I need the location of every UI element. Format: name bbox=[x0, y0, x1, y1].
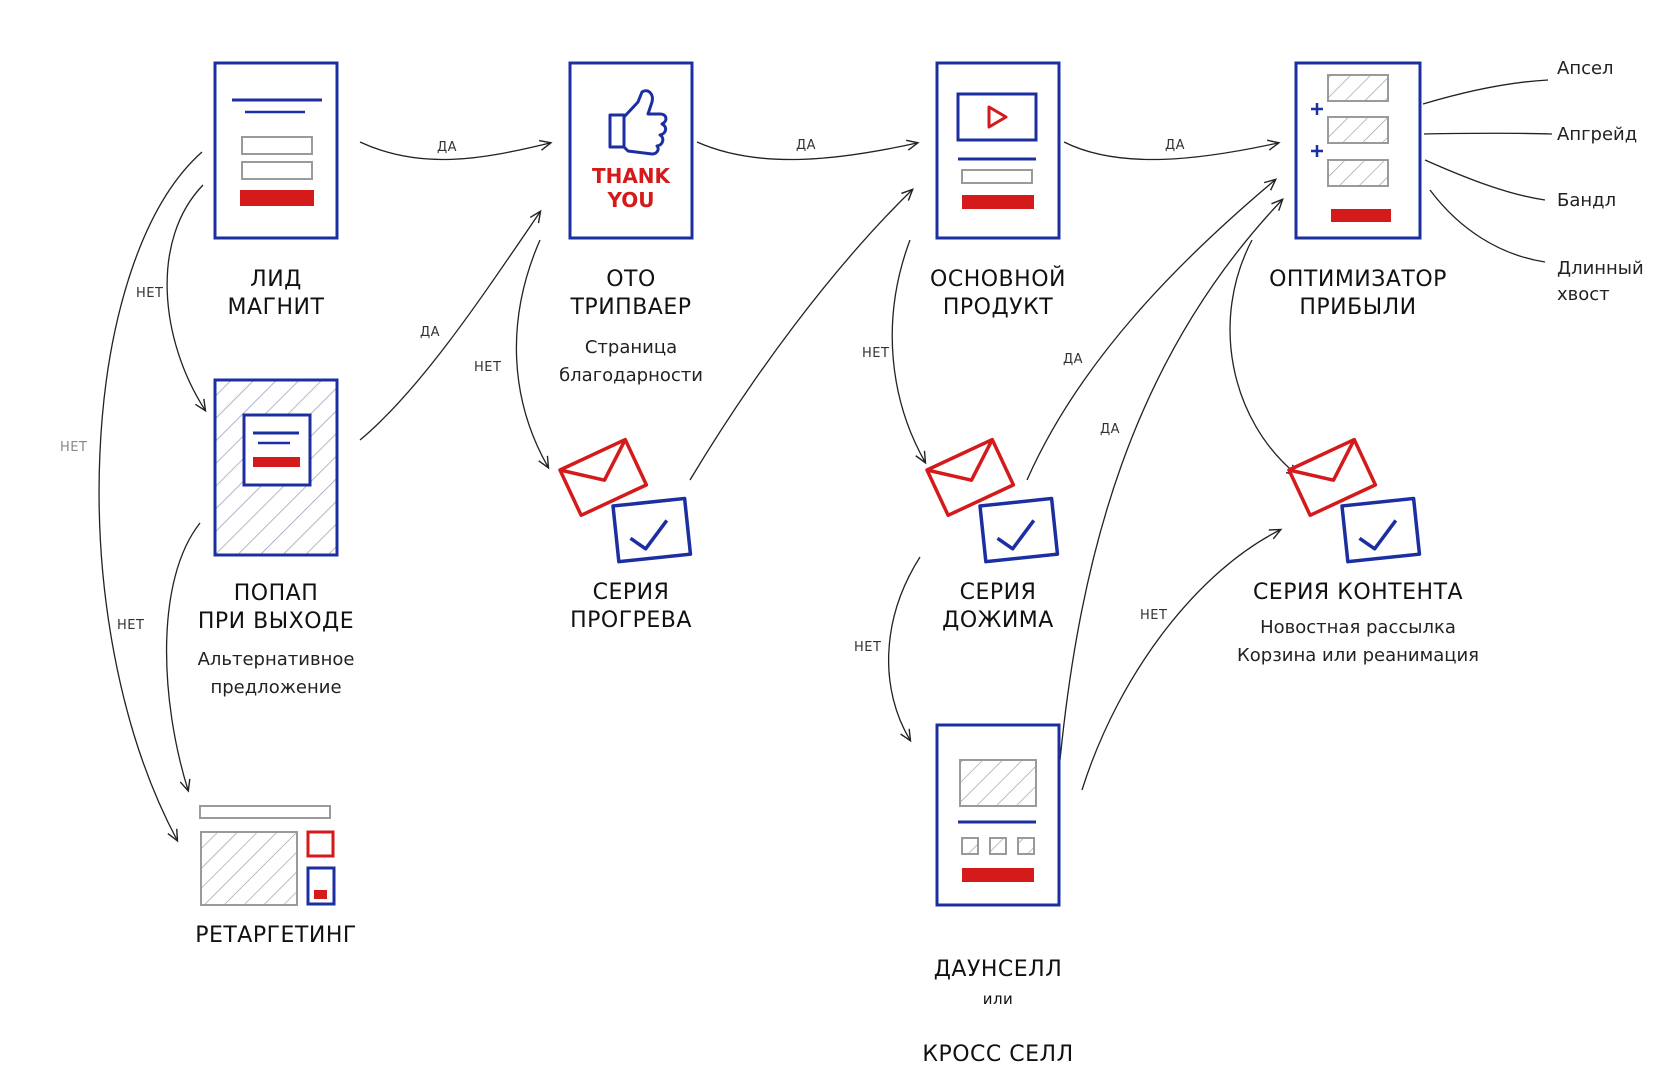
content-series-subtitle: Новостная рассылка Корзина или реанимаци… bbox=[1236, 617, 1479, 666]
content-envelopes-icon bbox=[1287, 437, 1422, 564]
connections bbox=[98, 79, 1553, 843]
edge-lead-to-popup bbox=[166, 184, 207, 413]
edge-label-no: НЕТ bbox=[854, 640, 882, 655]
edge-label-yes: ДА bbox=[437, 140, 458, 155]
exit-popup-title: ПОПАП ПРИ ВЫХОДЕ bbox=[197, 581, 355, 634]
edge-popup-to-retargeting bbox=[165, 522, 201, 793]
profit-optimizer-title: ОПТИМИЗАТОР ПРИБЫЛИ bbox=[1269, 267, 1447, 320]
funnel-diagram bbox=[98, 61, 1553, 907]
retargeting-title: РЕТАРГЕТИНГ bbox=[195, 923, 357, 948]
push-series-title: СЕРИЯ ДОЖИМА bbox=[942, 580, 1054, 633]
edge-label-no: НЕТ bbox=[862, 346, 890, 361]
warmup-title: СЕРИЯ ПРОГРЕВА bbox=[570, 580, 692, 633]
lead-magnet-title: ЛИД МАГНИТ bbox=[227, 267, 325, 320]
edge-warmup-to-core bbox=[689, 188, 914, 481]
edge-label-no: НЕТ bbox=[136, 286, 164, 301]
edge-label-yes: ДА bbox=[1165, 138, 1186, 153]
edge-downsell-to-content bbox=[1081, 528, 1283, 791]
thumbs-up-icon bbox=[608, 89, 668, 156]
play-icon bbox=[987, 105, 1008, 129]
edge-optimizer-to-content bbox=[1229, 239, 1300, 477]
option-upsell: Апсел bbox=[1557, 58, 1614, 79]
downsell-title-or: или bbox=[982, 990, 1014, 1008]
edge-label-no: НЕТ bbox=[1140, 608, 1168, 623]
edge-downsell-to-optimizer bbox=[1059, 198, 1284, 761]
edge-label-yes: ДА bbox=[420, 325, 441, 340]
downsell-title-cross: КРОСС СЕЛЛ bbox=[922, 1042, 1074, 1067]
edge-core-to-push bbox=[891, 239, 927, 465]
oto-page bbox=[568, 61, 694, 240]
edge-label-yes: ДА bbox=[1063, 352, 1084, 367]
edge-push-to-optimizer bbox=[1026, 178, 1278, 481]
exit-popup-page bbox=[213, 378, 339, 557]
downsell-page bbox=[935, 723, 1061, 907]
oto-subtitle: Страница благодарности bbox=[559, 337, 703, 386]
downsell-title: ДАУНСЕЛЛ или КРОСС СЕЛЛ bbox=[868, 928, 1128, 1069]
edge-core-to-optimizer bbox=[1063, 139, 1281, 161]
edge-lead-to-retargeting bbox=[98, 151, 203, 843]
edge-label-no: НЕТ bbox=[60, 440, 88, 455]
edge-option-bundle bbox=[1424, 159, 1546, 201]
core-product-page bbox=[935, 61, 1061, 240]
edge-push-to-downsell bbox=[887, 556, 921, 743]
thank-you-text: THANK YOU bbox=[591, 164, 671, 212]
edge-popup-to-oto bbox=[359, 209, 542, 441]
option-long-tail: Длинный хвост bbox=[1557, 258, 1644, 305]
downsell-title-main: ДАУНСЕЛЛ bbox=[933, 957, 1063, 982]
option-bundle: Бандл bbox=[1557, 190, 1617, 211]
warmup-envelopes-icon bbox=[558, 437, 693, 564]
edge-label-yes: ДА bbox=[1100, 422, 1121, 437]
edge-oto-to-warmup bbox=[515, 239, 550, 470]
core-product-title: ОСНОВНОЙ ПРОДУКТ bbox=[930, 267, 1066, 320]
push-envelopes-icon bbox=[925, 437, 1060, 564]
edge-label-yes: ДА bbox=[796, 138, 817, 153]
plus-icon bbox=[1311, 103, 1323, 157]
edge-oto-to-core bbox=[696, 139, 920, 161]
edge-label-no: НЕТ bbox=[474, 360, 502, 375]
edge-option-upsell bbox=[1422, 79, 1549, 105]
exit-popup-subtitle: Альтернативное предложение bbox=[197, 649, 355, 698]
lead-magnet-page bbox=[213, 61, 339, 240]
content-series-title: СЕРИЯ КОНТЕНТА bbox=[1252, 580, 1464, 605]
option-upgrade: Апгрейд bbox=[1557, 124, 1638, 145]
edge-label-no: НЕТ bbox=[117, 618, 145, 633]
oto-title: ОТО ТРИПВАЕР bbox=[570, 267, 692, 320]
edge-option-longtail bbox=[1429, 189, 1546, 263]
edge-lead-to-oto bbox=[359, 139, 553, 161]
profit-optimizer-page bbox=[1294, 61, 1422, 240]
edge-option-upgrade bbox=[1423, 132, 1553, 135]
retargeting-page bbox=[199, 805, 336, 906]
